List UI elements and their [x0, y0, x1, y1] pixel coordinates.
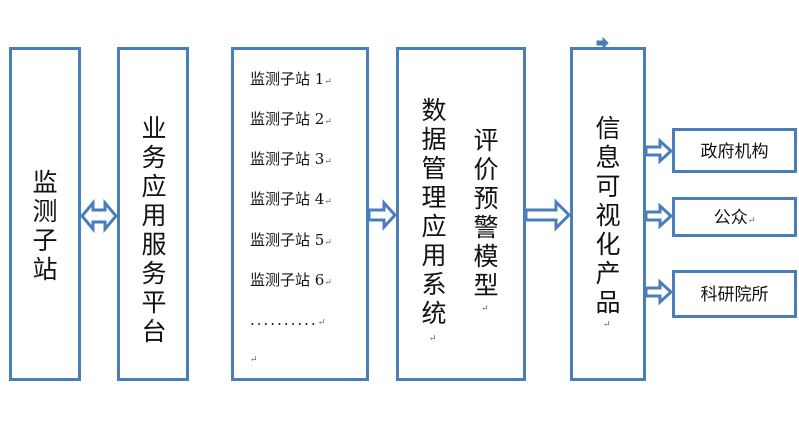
output-label: 政府机构: [700, 142, 769, 162]
substation-list-item: 监测子站 2↵: [250, 110, 332, 128]
business-platform-label: 业务应用服务平台: [141, 114, 167, 346]
paragraph-mark: ↵: [603, 320, 611, 330]
substation-list-item: 监测子站 5↵: [250, 231, 332, 249]
substation-list-box: 监测子站 1↵ 监测子站 2↵ 监测子站 3↵ 监测子站 4↵ 监测子站 5↵ …: [231, 47, 369, 381]
right-arrow-icon: [644, 137, 674, 165]
output-box-public: 公众↵: [672, 197, 797, 237]
business-platform-box: 业务应用服务平台 ↵: [117, 47, 189, 381]
data-system-box: 数据管理应用系统 ↵ 评价预警模型 ↵: [396, 47, 526, 381]
substation-list-item: 监测子站 3↵: [250, 150, 332, 168]
substation-list-item: 监测子站 1↵: [250, 70, 332, 88]
output-box-research: 科研院所: [672, 270, 797, 318]
substation-list-item: 监测子站 6↵: [250, 271, 332, 289]
paragraph-mark: ↵: [32, 272, 40, 282]
right-arrow-icon: [644, 202, 674, 230]
evaluation-model-label: 评价预警模型: [473, 126, 499, 300]
monitoring-substation-box: 监测子站 ↵: [9, 47, 81, 381]
monitoring-substation-label: 监测子站: [32, 168, 58, 284]
right-arrow-icon: [524, 198, 572, 232]
paragraph-mark: ↵: [481, 304, 489, 314]
substation-list-ellipsis: ..........↵: [250, 311, 328, 329]
double-arrow-icon: [80, 198, 118, 234]
output-label: 公众↵: [713, 208, 756, 228]
data-system-label: 数据管理应用系统: [421, 96, 447, 328]
output-label: 科研院所: [700, 285, 769, 305]
paragraph-mark: ↵: [147, 318, 155, 328]
paragraph-mark: ↵: [429, 334, 437, 344]
info-products-label: 信息可视化产品: [595, 114, 621, 317]
paragraph-mark: ↵: [250, 355, 258, 365]
small-arrow-icon: [596, 36, 609, 50]
right-arrow-icon: [367, 199, 398, 231]
output-box-government: 政府机构: [672, 128, 797, 173]
info-products-box: 信息可视化产品 ↵: [570, 47, 646, 381]
substation-list-item: 监测子站 4↵: [250, 190, 332, 208]
right-arrow-icon: [644, 278, 674, 306]
